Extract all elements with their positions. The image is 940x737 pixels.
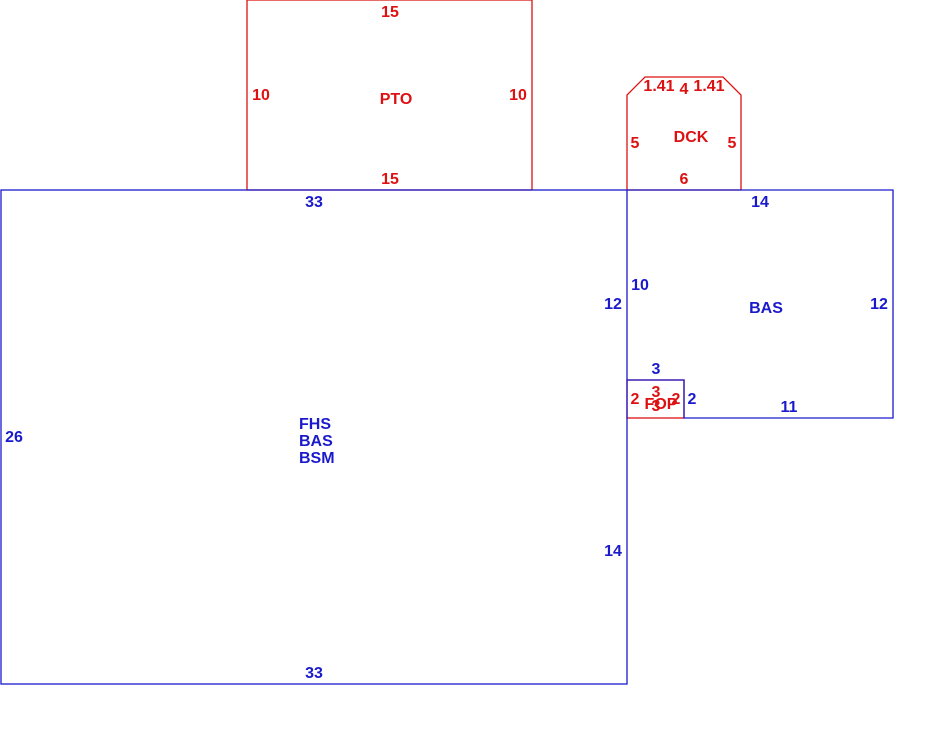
porch-dim-left: 2 — [631, 391, 640, 408]
main-dim-right-lower: 14 — [604, 543, 622, 560]
side-structure-outline — [627, 189, 894, 419]
main-dim-top: 33 — [305, 194, 323, 211]
side-dim-bottom: 11 — [781, 399, 798, 416]
side-dim-top: 14 — [751, 194, 769, 211]
main-area-label-1: FHS — [299, 416, 331, 433]
porch-dim-right: 2 — [672, 391, 681, 408]
deck-area-label: DCK — [674, 129, 709, 146]
patio-outline — [246, 0, 533, 190]
deck-dim-bottom: 6 — [680, 171, 689, 188]
patio-dim-top: 15 — [381, 4, 399, 21]
side-dim-notch-right: 2 — [688, 391, 697, 408]
side-dim-left: 10 — [631, 277, 649, 294]
patio-area-label: PTO — [380, 91, 413, 108]
side-area-label: BAS — [749, 300, 783, 317]
porch-dim-top: 3 — [652, 384, 661, 401]
main-area-label-3: BSM — [299, 450, 335, 467]
deck-dim-top-right: 1.41 — [693, 78, 724, 95]
porch-dim-bottom: 3 — [652, 398, 661, 415]
main-area-label-2: BAS — [299, 433, 333, 450]
patio-dim-bottom: 15 — [381, 171, 399, 188]
patio-dim-right: 10 — [509, 87, 527, 104]
main-structure-outline — [0, 189, 628, 685]
main-dim-bottom: 33 — [305, 665, 323, 682]
side-dim-notch-top: 3 — [652, 361, 661, 378]
deck-dim-top-mid: 4 — [680, 81, 689, 98]
deck-dim-left: 5 — [631, 135, 640, 152]
main-dim-left: 26 — [5, 429, 23, 446]
side-dim-right: 12 — [870, 296, 888, 313]
main-dim-right-upper: 12 — [604, 296, 622, 313]
porch-area-label: FOP — [645, 396, 678, 413]
patio-dim-left: 10 — [252, 87, 270, 104]
deck-dim-right: 5 — [728, 135, 737, 152]
deck-outline — [626, 76, 742, 190]
deck-dim-top-left: 1.41 — [643, 78, 674, 95]
